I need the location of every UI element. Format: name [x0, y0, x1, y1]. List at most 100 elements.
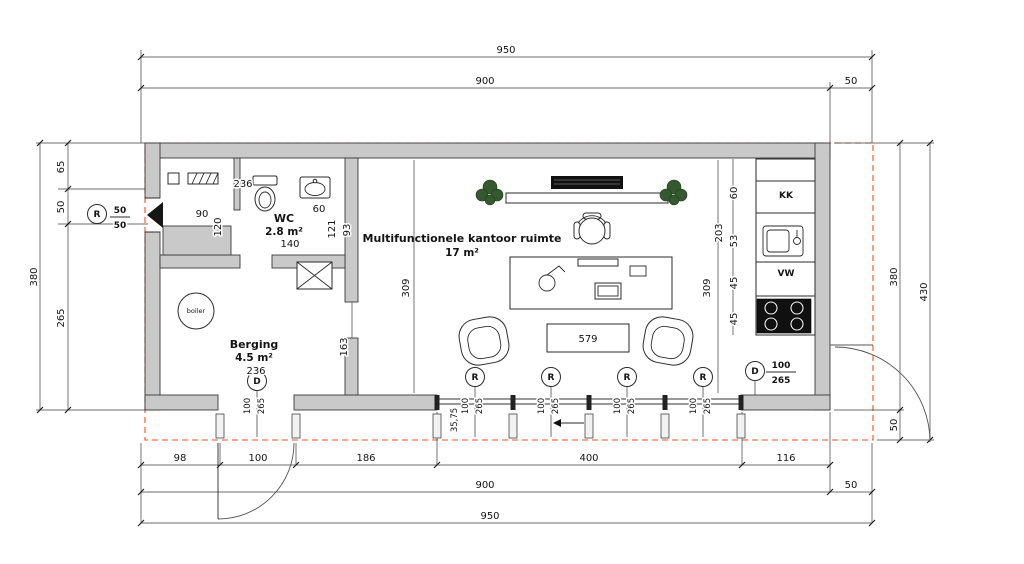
marker-letter: R: [700, 373, 707, 383]
room-name-office: Multifunctionele kantoor ruimte: [363, 232, 562, 245]
dim-bottom-overall: 950: [480, 511, 499, 522]
washbasin: [299, 176, 331, 199]
dim-kitchen-run: 203: [714, 223, 725, 242]
dim-room-depth-right: 309: [702, 278, 713, 297]
stove: [756, 298, 812, 334]
walls: [144, 142, 831, 411]
radiator-marker: R: [617, 367, 637, 387]
dim-vent-depth: 265: [703, 398, 713, 414]
coffee-table: [546, 323, 630, 353]
dim-left-total: 380: [29, 267, 40, 286]
fixtures: boiler: [167, 158, 816, 366]
room-name-berging: Berging: [230, 338, 279, 351]
marker-letter: D: [751, 367, 758, 377]
slide-direction-arrow-icon: [553, 419, 584, 427]
dim-wc-width: 236: [233, 179, 252, 190]
markers: R R R R R D D: [87, 204, 796, 391]
sliding-glass-doors: [434, 395, 744, 427]
dim-room-depth-left: 309: [401, 278, 412, 297]
dim-r-left-top: 50: [114, 206, 127, 216]
dim-vent-depth: 265: [475, 398, 485, 414]
marker-letter: R: [548, 373, 555, 383]
dim-hall-depth: 120: [213, 217, 224, 236]
dim-d-right-top: 100: [772, 361, 791, 371]
dim-wc-depth-b: 93: [342, 224, 353, 237]
dim-kitchen-seg1: 60: [729, 187, 740, 200]
toilet: [252, 175, 278, 212]
dim-berging-wall: 163: [339, 337, 350, 356]
dim-vent-depth: 265: [551, 398, 561, 414]
dim-bottom-main: 900: [475, 480, 494, 491]
boiler: boiler: [177, 292, 215, 330]
dim-table-span: 579: [578, 334, 597, 345]
room-area-office: 17 m²: [445, 247, 479, 259]
armchair-right: [642, 316, 694, 366]
dim-vent-depth: 265: [627, 398, 637, 414]
marker-letter: R: [94, 210, 101, 220]
dim-glass-offset: 35,75: [450, 408, 460, 432]
dim-vent-width: 100: [243, 398, 253, 414]
appliance-label-dishwasher: VW: [778, 269, 795, 279]
dim-right-inner: 380: [889, 267, 900, 286]
radiator-marker: R: [465, 367, 485, 387]
dim-bottom-overhang: 50: [845, 480, 858, 491]
dim-kitchen-seg2: 53: [729, 235, 740, 248]
dim-top-overall: 950: [496, 45, 515, 56]
dim-bottom-seg3: 186: [356, 453, 375, 464]
dim-left-seg1: 65: [56, 161, 67, 174]
radiator-marker: R: [693, 367, 713, 387]
dim-top-main: 900: [475, 76, 494, 87]
appliance-label-fridge: KK: [779, 191, 794, 201]
dim-basin-width: 60: [313, 204, 326, 215]
radiator-marker: R: [87, 204, 107, 224]
kitchen-counter: [755, 158, 816, 336]
kitchen-sink: [762, 225, 804, 257]
dim-bottom-seg2: 100: [248, 453, 267, 464]
armchair-left: [458, 316, 510, 366]
door-marker: D: [247, 371, 267, 391]
dim-vent-depth: 265: [257, 398, 267, 414]
door-marker: D: [745, 361, 765, 381]
dim-kitchen-seg3: 45: [729, 277, 740, 290]
radiator: [167, 172, 219, 185]
dim-hall-width: 90: [196, 209, 209, 220]
dim-vent-width: 100: [461, 398, 471, 414]
entry-door-swing-icon: [147, 202, 163, 228]
plant-left: [475, 179, 504, 206]
dim-right-overhang: 50: [889, 419, 900, 432]
radiator-marker: R: [541, 367, 561, 387]
dim-kitchen-seg4: 45: [729, 313, 740, 326]
dim-left-seg3: 265: [56, 308, 67, 327]
tv-screen: [505, 176, 669, 204]
room-name-wc: WC: [274, 212, 294, 225]
dim-wc-inner: 140: [280, 239, 299, 250]
dim-berging-width: 236: [246, 366, 265, 377]
dim-vent-width: 100: [613, 398, 623, 414]
desk: [509, 256, 673, 310]
dim-right-total: 430: [919, 282, 930, 301]
room-area-wc: 2.8 m²: [265, 226, 303, 238]
dim-bottom-seg4: 400: [579, 453, 598, 464]
dim-top-overhang: 50: [845, 76, 858, 87]
marker-letter: D: [253, 377, 260, 387]
dimension-texts: 950 900 50 65 50 265 380 380 50 430 98 1…: [28, 44, 932, 524]
dim-vent-width: 100: [537, 398, 547, 414]
dim-bottom-seg1: 98: [174, 453, 187, 464]
veranda-posts: [215, 413, 746, 439]
dim-left-seg2: 50: [56, 201, 67, 214]
room-area-berging: 4.5 m²: [235, 352, 273, 364]
plant-right: [659, 179, 688, 206]
room-labels: WC 2.8 m² Berging 4.5 m² Multifunctionel…: [230, 191, 795, 364]
dim-vent-width: 100: [689, 398, 699, 414]
dim-d-right-bottom: 265: [772, 376, 791, 386]
door-swings: [147, 202, 931, 520]
dim-wc-depth-a: 121: [327, 219, 338, 238]
office-chair: [573, 212, 611, 245]
shaft-box: [296, 261, 333, 290]
dim-bottom-seg5: 116: [776, 453, 795, 464]
boiler-label: boiler: [187, 307, 206, 315]
dim-r-left-bottom: 50: [114, 221, 127, 231]
marker-letter: R: [472, 373, 479, 383]
marker-letter: R: [624, 373, 631, 383]
